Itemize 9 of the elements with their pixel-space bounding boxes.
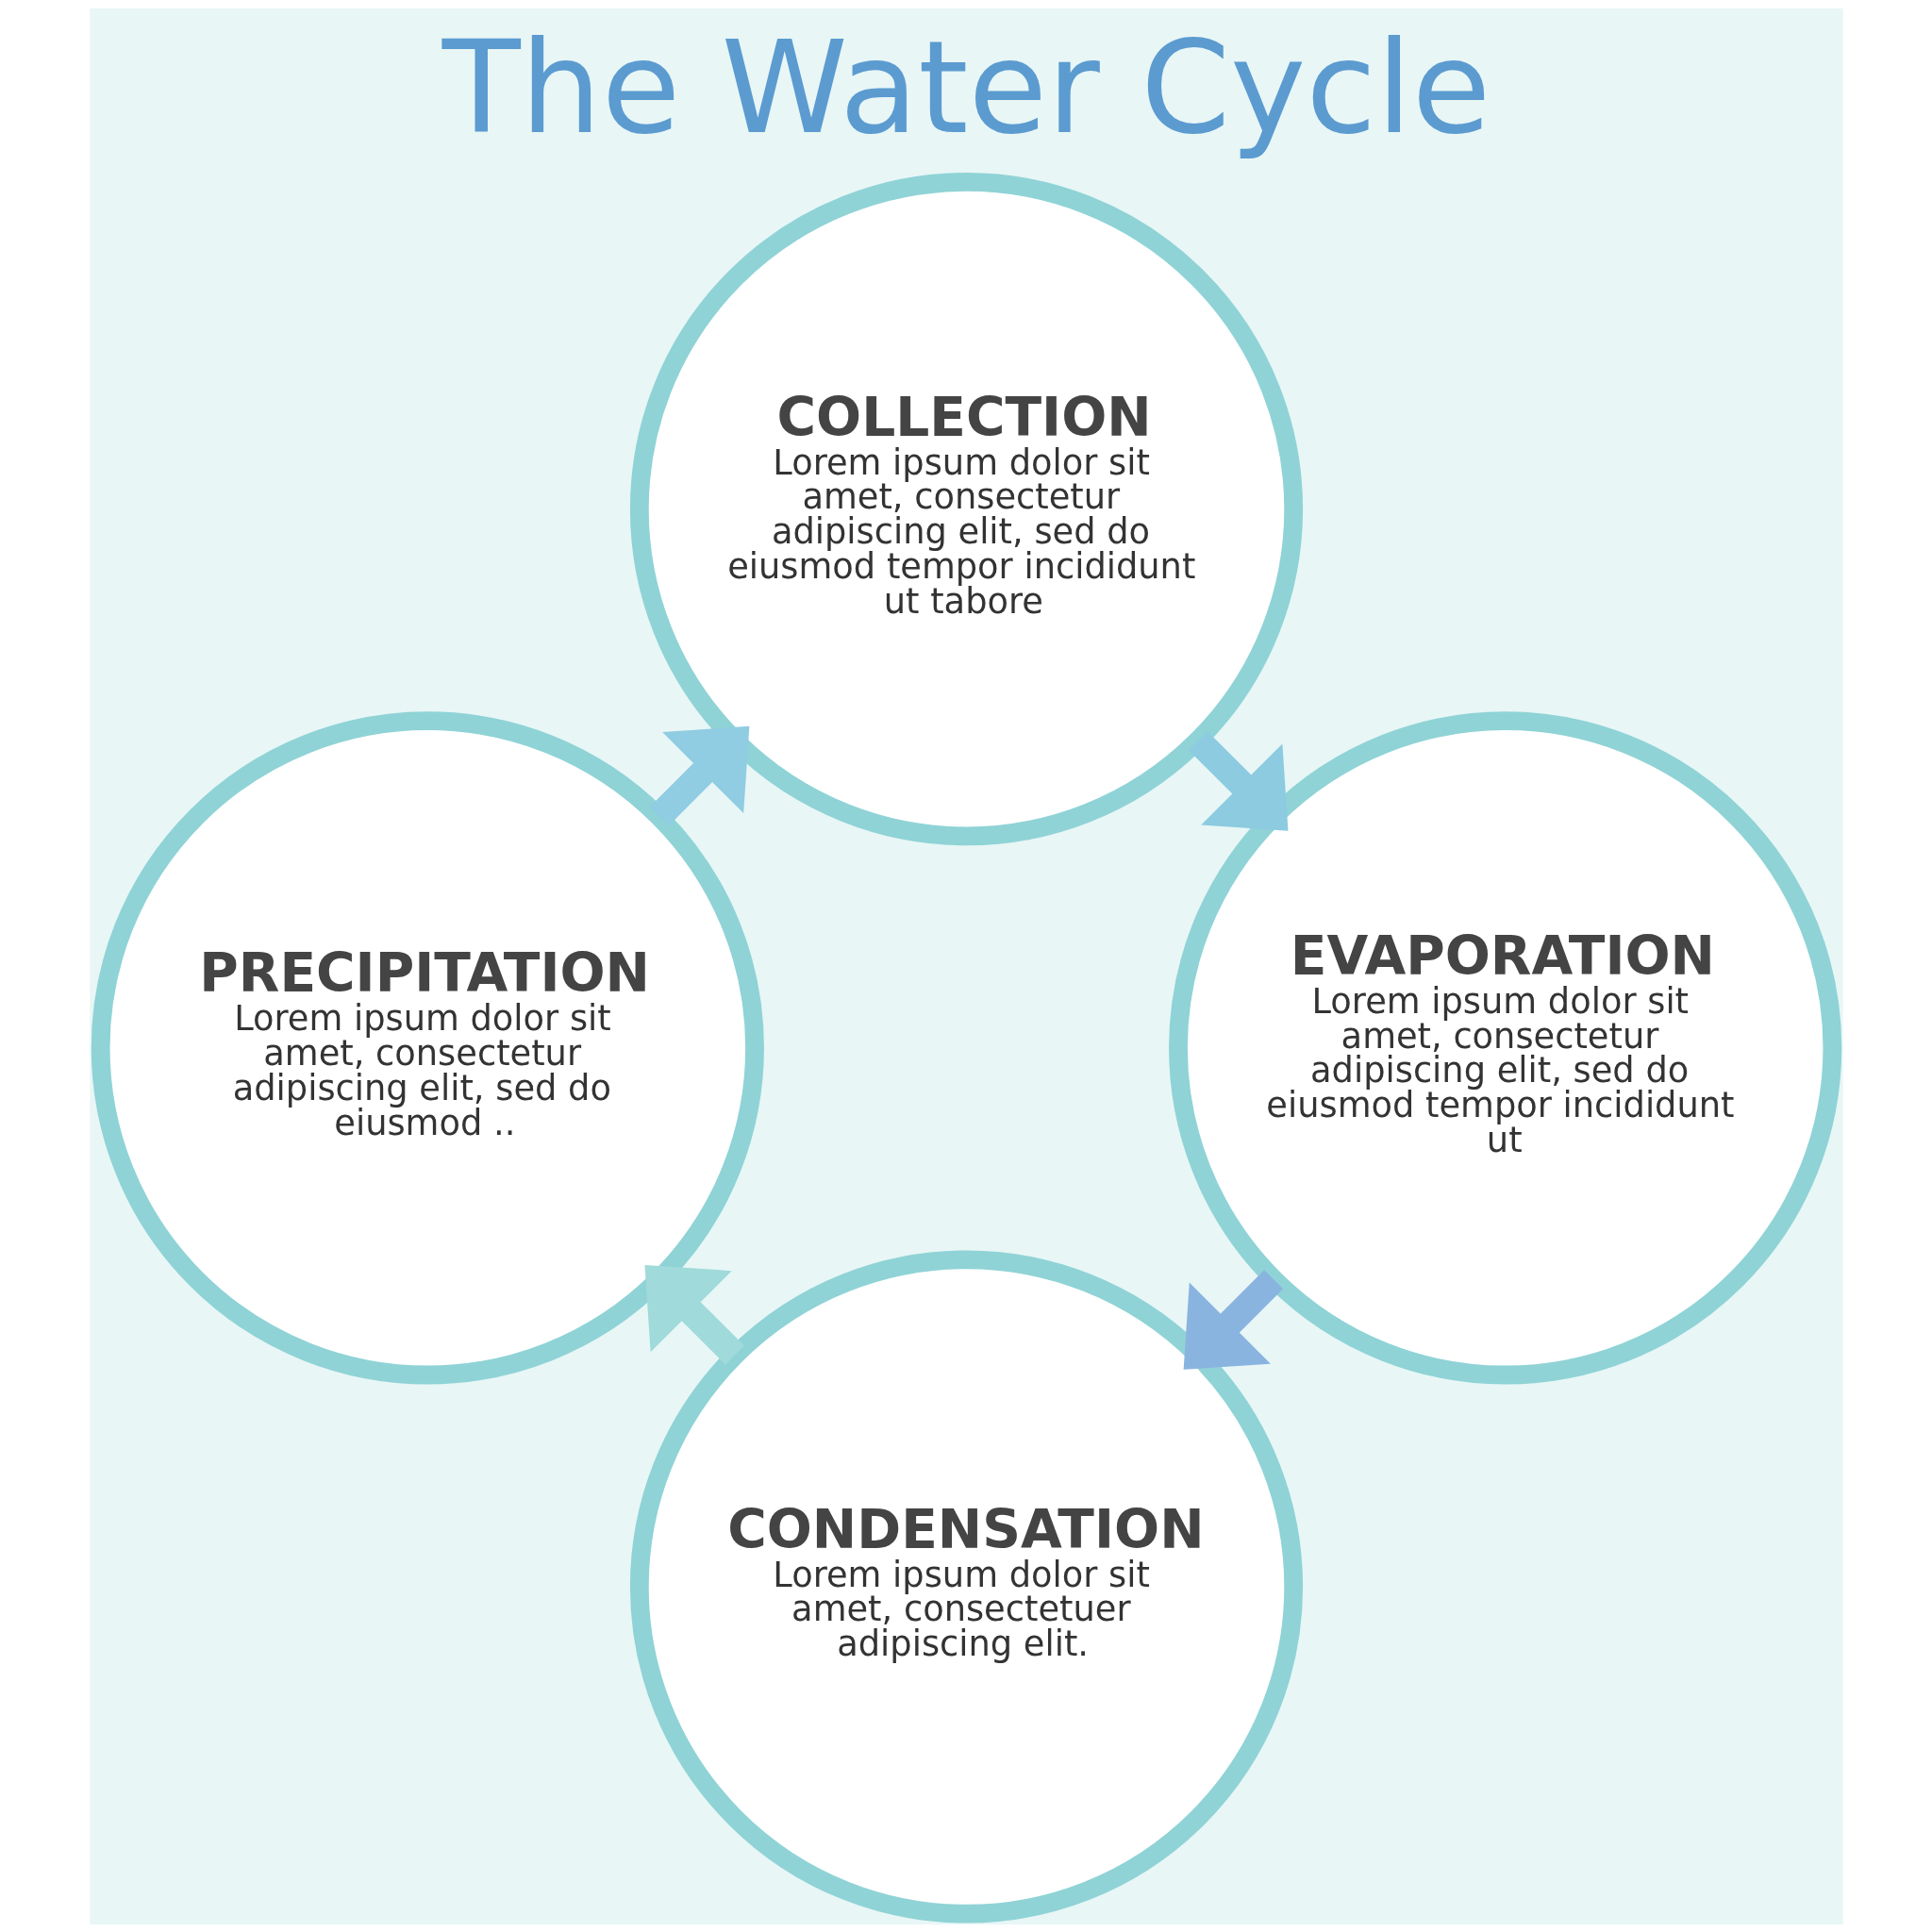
arrow — [649, 725, 749, 825]
arrow — [1188, 730, 1288, 831]
arrow — [1183, 1269, 1283, 1370]
node-circle: COLLECTION Lorem ipsum dolor sit amet, consectetur adipiscing elit, sed do eiusmod tempor incididunt ut tabore — [629, 172, 1303, 845]
node-circle: EVAPORATION Lorem ipsum dolor sit amet, consectetur adipiscing elit, sed do eiusmod tempor incididunt ut — [1168, 710, 1841, 1384]
arrow — [643, 1264, 744, 1364]
node-circle: PRECIPITATION Lorem ipsum dolor sit amet, consectetur adipiscing elit, sed do eiusmod .. — [91, 710, 764, 1384]
node-circle: CONDENSATION Lorem ipsum dolor sit amet, consectetuer adipiscing elit. — [629, 1249, 1303, 1924]
diagram-title: The Water Cycle — [441, 12, 1491, 162]
